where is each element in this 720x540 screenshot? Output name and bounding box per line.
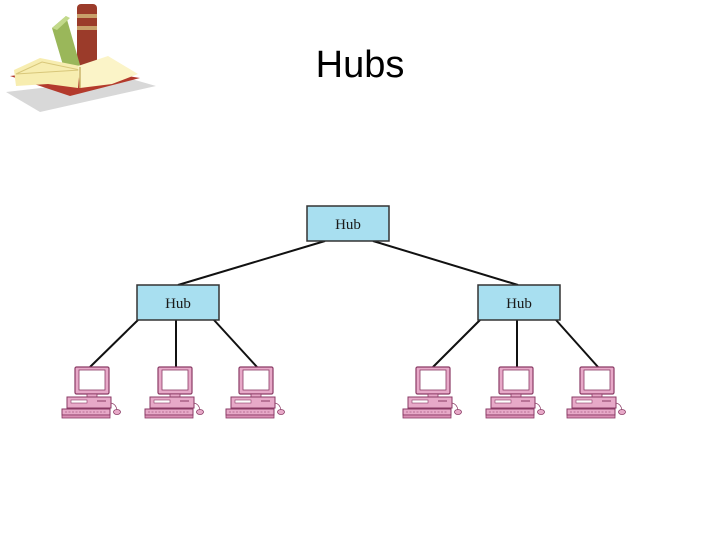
right-link-3 <box>555 319 599 368</box>
desktop-computer-icon <box>225 366 286 419</box>
root-link-right <box>372 240 519 286</box>
right-hub-label: Hub <box>506 296 532 312</box>
desktop-computer-icon <box>485 366 546 419</box>
root-hub-label: Hub <box>335 217 361 233</box>
left-link-1 <box>89 319 139 368</box>
desktop-computer-icon <box>566 366 627 419</box>
right-hub: Hub <box>477 284 561 321</box>
desktop-computer-icon <box>402 366 463 419</box>
right-link-1 <box>432 319 481 368</box>
desktop-computer-icon <box>61 366 122 419</box>
root-link-left <box>177 240 326 286</box>
books-icon <box>6 4 156 112</box>
root-hub: Hub <box>306 205 390 242</box>
slide-title: Hubs <box>315 44 405 86</box>
left-hub-label: Hub <box>165 296 191 312</box>
left-link-3 <box>213 319 258 368</box>
left-hub: Hub <box>136 284 220 321</box>
desktop-computer-icon <box>144 366 205 419</box>
